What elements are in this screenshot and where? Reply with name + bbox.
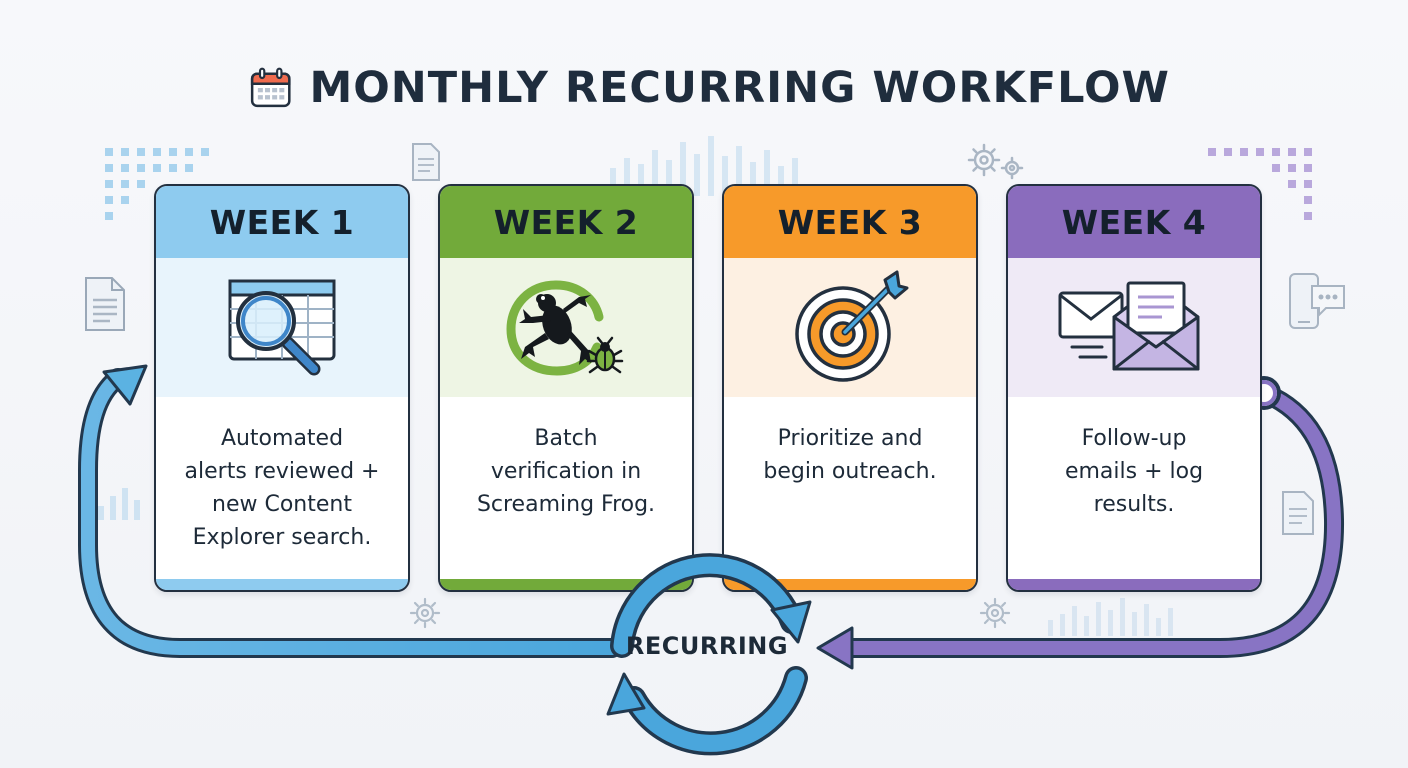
week-card-footer bbox=[724, 579, 976, 590]
dot-grid-right bbox=[1208, 148, 1312, 220]
week-card-art bbox=[724, 258, 976, 397]
document-icon bbox=[1282, 491, 1314, 535]
target-arrow-icon bbox=[795, 270, 909, 382]
week-card-header: WEEK 1 bbox=[156, 186, 408, 260]
week-label: WEEK 3 bbox=[777, 202, 923, 242]
spreadsheet-magnifier-icon bbox=[228, 279, 336, 375]
week-card-1: WEEK 1 Automated alerts reviewed + new C… bbox=[154, 184, 410, 592]
gear-icon bbox=[967, 143, 1024, 180]
phone-chat-icon bbox=[1289, 273, 1345, 329]
week-card-footer bbox=[440, 579, 692, 590]
week-card-3: WEEK 3 Prioritize and begin outreach. bbox=[722, 184, 978, 592]
envelopes-icon bbox=[1058, 281, 1200, 370]
week-card-footer bbox=[1008, 579, 1260, 590]
week-card-footer bbox=[156, 579, 408, 590]
week-card-header: WEEK 3 bbox=[724, 186, 976, 260]
bar-pattern-bottom bbox=[1048, 598, 1173, 636]
week-card-4: WEEK 4 Follow-up emails + log results. bbox=[1006, 184, 1262, 592]
week-card-header: WEEK 2 bbox=[440, 186, 692, 260]
document-icon bbox=[85, 277, 125, 331]
calendar-icon bbox=[250, 67, 291, 108]
bug-icon bbox=[586, 336, 624, 373]
week-card-art bbox=[156, 258, 408, 397]
left-loop-arrow bbox=[78, 364, 622, 658]
week-card-art bbox=[1008, 258, 1260, 397]
gear-icon bbox=[409, 597, 441, 629]
dot-grid-left bbox=[105, 148, 209, 220]
bar-pattern-top bbox=[610, 136, 798, 196]
week-label: WEEK 4 bbox=[1061, 202, 1207, 242]
frog-bug-icon bbox=[506, 280, 624, 376]
week-card-header: WEEK 4 bbox=[1008, 186, 1260, 260]
document-icon bbox=[412, 143, 440, 181]
week-label: WEEK 1 bbox=[209, 202, 355, 242]
gear-icon bbox=[979, 597, 1011, 629]
week-card-art bbox=[440, 258, 692, 397]
week-description: Follow-up emails + log results. bbox=[1064, 426, 1204, 517]
week-card-2: WEEK 2 bbox=[438, 184, 694, 592]
title-row: MONTHLY RECURRING WORKFLOW bbox=[250, 58, 1170, 118]
week-label: WEEK 2 bbox=[493, 202, 639, 242]
recurring-label: RECURRING bbox=[625, 632, 789, 660]
bar-pattern-left bbox=[98, 488, 140, 520]
cycle-arrows-icon bbox=[606, 553, 812, 756]
week-description: Prioritize and begin outreach. bbox=[763, 426, 937, 484]
week-description: Batch verification in Screaming Frog. bbox=[476, 426, 656, 517]
week-description: Automated alerts reviewed + new Content … bbox=[184, 426, 380, 550]
page-title: MONTHLY RECURRING WORKFLOW bbox=[309, 63, 1170, 113]
